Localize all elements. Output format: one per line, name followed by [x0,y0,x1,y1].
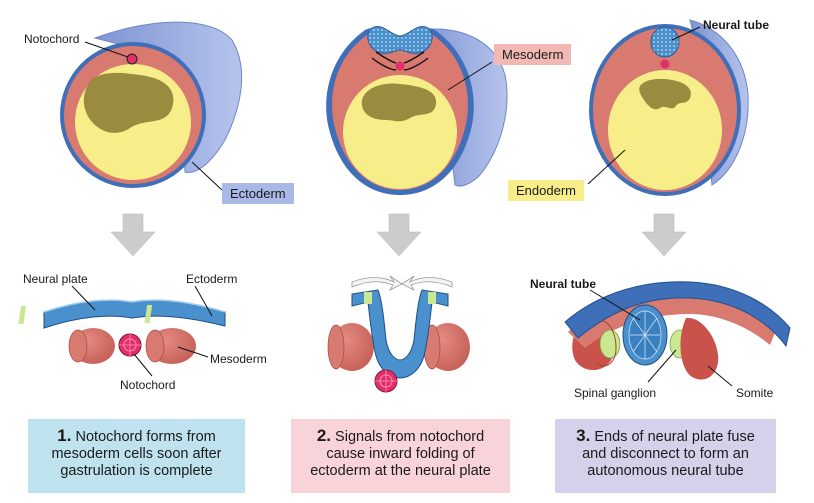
ectoderm-tail-1 [93,21,243,174]
embryo-stage-1 [60,21,243,188]
caption-2-line3: ectoderm at the neural plate [310,463,491,479]
tag-endoderm: Endoderm [508,180,584,201]
endoderm-cavity-3 [639,78,691,110]
caption-step-2: 2. Signals from notochord cause inward f… [291,419,510,493]
leader-lines-bottom-3 [589,289,733,387]
somite-mid [597,320,617,367]
endoderm-cavity-2 [361,83,437,122]
notochord-1 [126,53,138,65]
label-notochord-top: Notochord [24,32,80,46]
label-ectoderm-bottom: Ectoderm [186,272,238,286]
arrow-down-1 [110,213,156,257]
label-mesoderm-bottom: Mesoderm [210,352,267,366]
embryo-stage-2 [326,26,508,196]
caption-3-line1: Ends of neural plate fuse [594,429,755,445]
signal-arrow-left [351,275,403,291]
caption-3-line2: and disconnect to form an [582,446,749,462]
caption-2-line1: Signals from notochord [335,429,485,445]
neural-tube-3 [650,26,680,58]
tag-mesoderm: Mesoderm [494,44,572,65]
label-notochord-bottom: Notochord [120,378,176,392]
caption-3-number: 3. [576,426,591,445]
arrow-down-3 [641,213,687,257]
notochord-3 [660,59,670,69]
caption-1-line3: gastrulation is complete [60,463,213,479]
caption-1-number: 1. [57,426,72,445]
somite-right [680,317,719,380]
label-neural-plate: Neural plate [23,272,88,286]
neural-plate-stage-1 [18,299,226,364]
label-spinal-ganglion: Spinal ganglion [574,386,657,400]
spinal-ganglion-left [599,329,621,359]
tag-ectoderm: Ectoderm [222,183,294,204]
leader-lines-top [84,26,701,191]
notochord-2 [395,61,405,71]
caption-2-line2: cause inward folding of [326,446,475,462]
leader-lines-bottom-1 [71,285,213,377]
caption-2-number: 2. [316,426,332,445]
caption-3-line3: autonomous neural tube [587,463,744,479]
yolk-3 [608,70,722,190]
neural-fold-stage-2 [327,275,470,393]
neural-fold-shape [351,289,449,379]
caption-step-3: 3. Ends of neural plate fuse and disconn… [555,419,776,493]
caption-1-line2: mesoderm cells soon after [51,446,222,462]
label-somite: Somite [736,386,774,400]
embryo-stage-3 [589,19,749,196]
arrow-down-2 [376,213,422,257]
caption-step-1: 1. Notochord forms from mesoderm cells s… [28,419,245,493]
neural-tube-stage-3 [564,281,791,380]
ectoderm-sheet-3 [564,281,791,348]
neural-plate-fold-2 [367,26,433,54]
endoderm-cavity-1 [83,72,174,133]
label-neural-tube-bottom: Neural tube [530,277,597,291]
caption-1-line1: Notochord forms from [75,429,216,445]
arrows-down [110,213,687,257]
signal-arrow-right [401,275,453,291]
label-neural-tube-top: Neural tube [703,18,770,32]
